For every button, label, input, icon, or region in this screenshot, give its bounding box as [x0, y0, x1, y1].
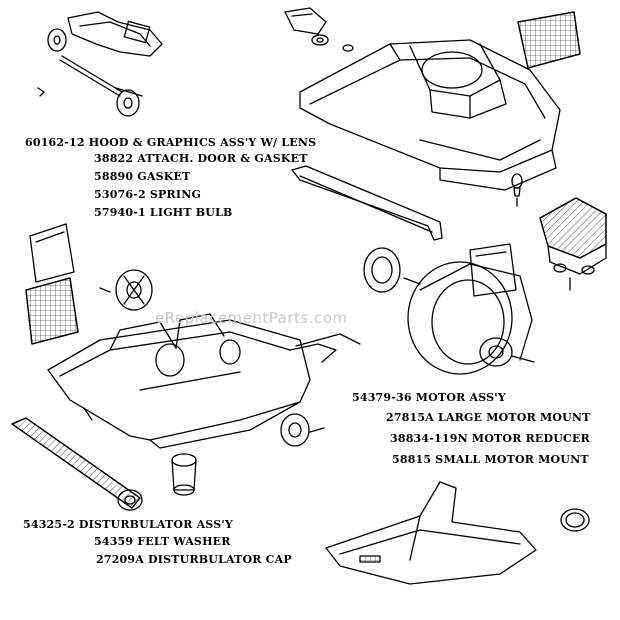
- label-large-motor-mount: 27815A LARGE MOTOR MOUNT: [386, 411, 591, 424]
- hood-assembly: [299, 39, 561, 191]
- left-wheel: [115, 269, 153, 311]
- label-disturbulator-assy: 54325-2 DISTURBULATOR ASS'Y: [23, 518, 233, 531]
- small-ring: [560, 508, 590, 532]
- label-light-bulb: 57940-1 LIGHT BULB: [94, 206, 233, 219]
- label-attach-door: 38822 ATTACH. DOOR & GASKET: [94, 152, 308, 165]
- label-disturbulator-cap: 27209A DISTURBULATOR CAP: [96, 553, 292, 566]
- label-motor-reducer: 38834-119N MOTOR REDUCER: [390, 432, 590, 445]
- right-wheel: [280, 413, 325, 447]
- watermark: eReplacementParts.com: [155, 309, 348, 327]
- bottom-frame: [325, 481, 537, 585]
- label-gasket: 58890 GASKET: [94, 170, 191, 183]
- label-felt-washer: 54359 FELT WASHER: [94, 535, 231, 548]
- disturbulator-roller: [11, 417, 143, 511]
- motor-assembly: [363, 243, 535, 375]
- trim-strip: [291, 165, 443, 241]
- label-motor-assy: 54379-36 MOTOR ASS'Y: [352, 391, 506, 404]
- filter-plate: [25, 223, 111, 345]
- label-spring: 53076-2 SPRING: [94, 188, 202, 201]
- filter-screen: [517, 11, 581, 69]
- small-parts-top: [284, 7, 354, 52]
- light-bulb: [511, 173, 523, 207]
- axle-wheel-assembly: [37, 11, 163, 117]
- label-hood: 60162-12 HOOD & GRAPHICS ASS'Y W/ LENS: [25, 136, 317, 149]
- base-chassis: [47, 313, 361, 449]
- cylinder-part: [171, 453, 197, 496]
- fan-housing: [539, 197, 607, 291]
- label-small-motor-mount: 58815 SMALL MOTOR MOUNT: [392, 453, 589, 466]
